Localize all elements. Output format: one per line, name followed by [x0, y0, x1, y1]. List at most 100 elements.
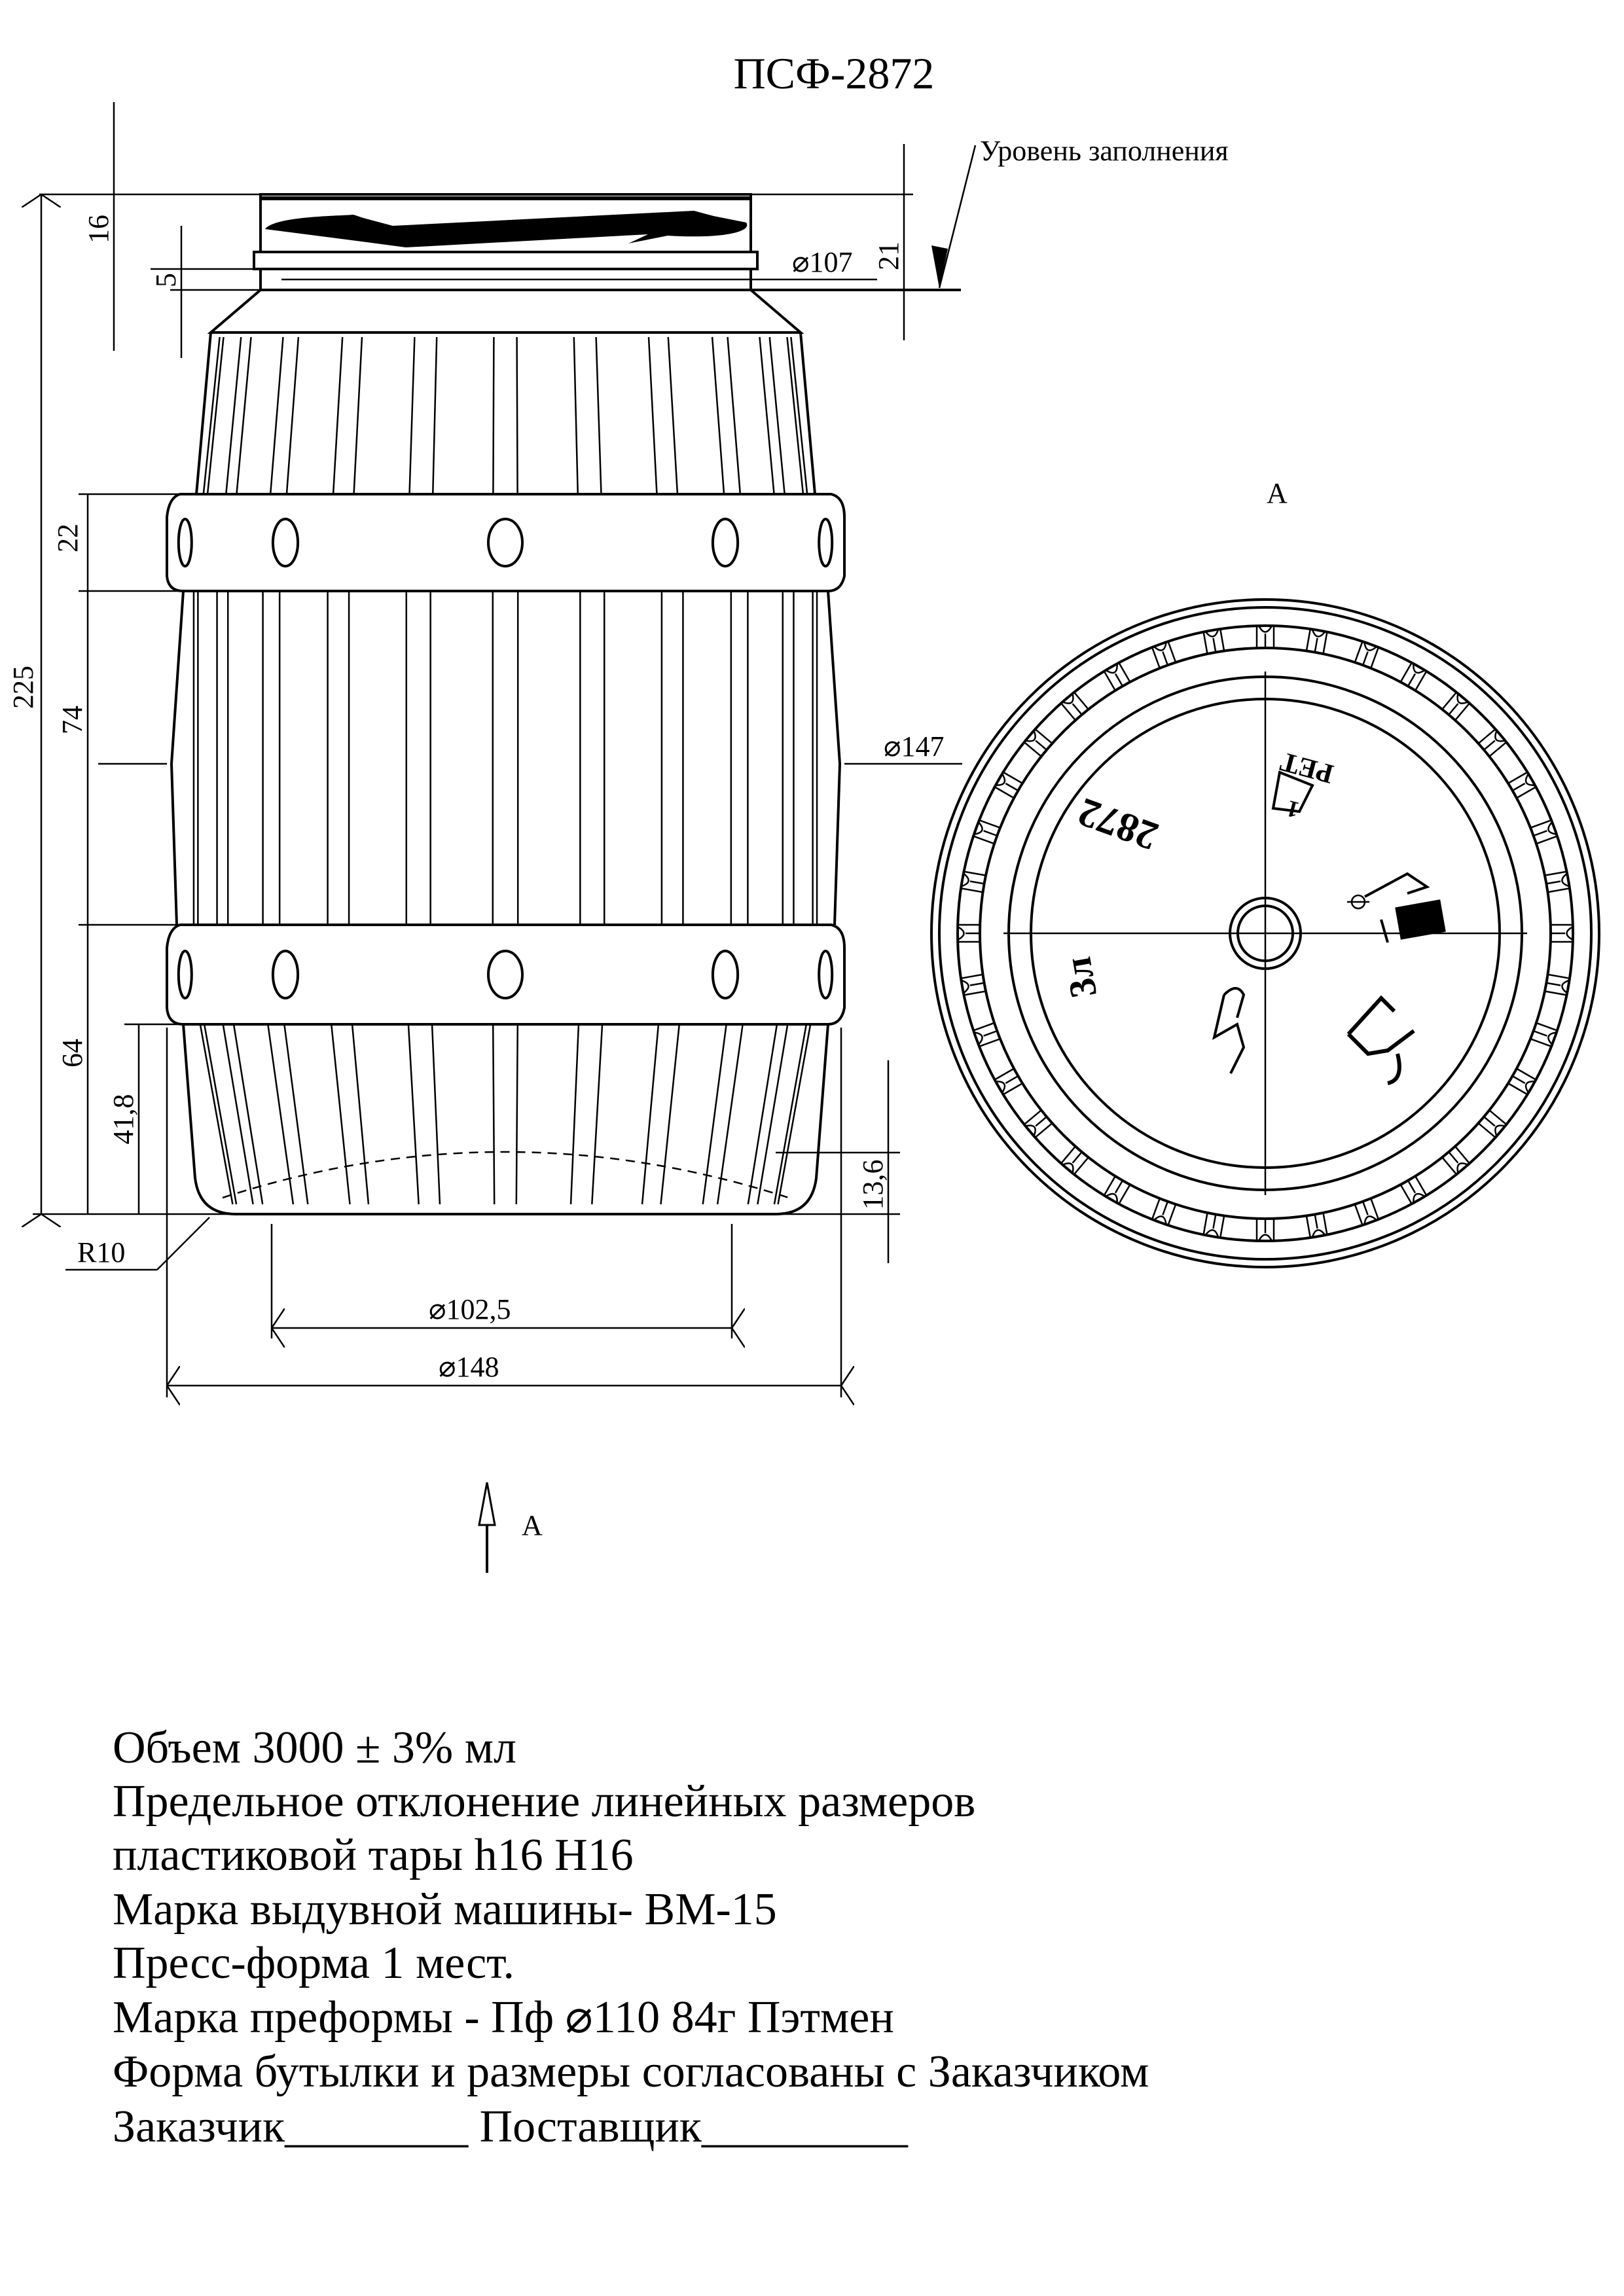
rib-line: [222, 1024, 254, 1205]
rim-mark: [1354, 1198, 1380, 1226]
note-line: Объем 3000 ± 3% мл: [113, 1723, 516, 1773]
rib-line: [492, 336, 495, 495]
rim-mark: [1507, 771, 1537, 799]
rib-line: [516, 336, 518, 495]
rim-mark: [1151, 1198, 1177, 1226]
bottom-number: 2872: [1072, 789, 1164, 859]
rib-line: [786, 336, 804, 495]
rib-line: [660, 1024, 681, 1205]
recycle-pet-icon: PET 1: [1271, 746, 1337, 823]
band-hole: [271, 950, 300, 999]
dim-64: 64: [56, 1039, 88, 1067]
rib-line: [727, 336, 742, 495]
bottom-view: 2872 3л PET 1: [930, 598, 1600, 1268]
note-line: Марка преформы - Пф ⌀110 84г Пэтмен: [113, 1992, 894, 2043]
rib-line: [332, 336, 344, 495]
dim-max-diameter: ⌀148: [439, 1351, 499, 1383]
rib-line: [199, 1024, 234, 1205]
rib-line: [225, 336, 242, 495]
rim-mark: [1202, 628, 1225, 655]
rib-line: [236, 336, 252, 495]
sp-logo-icon: [1212, 987, 1246, 1074]
rim-mark: [1551, 924, 1574, 943]
rim-mark: [960, 973, 986, 996]
rim-mark: [994, 771, 1023, 799]
rim-mark: [973, 1022, 1001, 1048]
dim-16: 16: [82, 215, 115, 243]
rib-line: [573, 336, 579, 495]
rib-line: [667, 336, 679, 495]
dim-225: 225: [7, 666, 39, 709]
rim-mark: [1103, 1175, 1131, 1205]
rim-mark: [1305, 1212, 1328, 1238]
note-line: Предельное отклонение линейных размеров: [113, 1776, 975, 1827]
rim-mark: [1441, 1145, 1471, 1175]
rib-line: [206, 336, 225, 495]
dim-base-diameter: ⌀102,5: [429, 1293, 511, 1325]
rim-mark: [960, 870, 986, 893]
dim-74: 74: [56, 706, 88, 734]
rib-line: [757, 1024, 789, 1205]
note-line: Марка выдувной машины- ВМ-15: [113, 1884, 777, 1935]
signature-line: Заказчик________ Поставщик_________: [113, 2102, 909, 2152]
dim-radius: R10: [77, 1236, 125, 1268]
rib-line: [777, 1024, 812, 1205]
food-grade-icon: [1347, 872, 1446, 943]
band-hole: [177, 950, 193, 999]
rim-mark: [1023, 728, 1053, 757]
rim-mark: [1023, 1109, 1053, 1139]
rib-line: [702, 1024, 727, 1205]
rib-line: [408, 336, 416, 495]
drawing-title: ПСФ-2872: [734, 48, 935, 98]
rib-line: [351, 1024, 370, 1205]
rib-line: [285, 336, 300, 495]
rim-mark: [1399, 1175, 1428, 1205]
rim-mark: [1507, 1067, 1537, 1096]
rib-line: [492, 1024, 496, 1205]
band-hole: [487, 950, 524, 999]
note-line: Пресс-форма 1 мест.: [113, 1938, 514, 1988]
bottle-side-view: [166, 193, 846, 1215]
dimension-labels: 16 5 22 225 74 64 41,8 21 13,6 ⌀107 ⌀147…: [7, 135, 1288, 1541]
rib-line: [641, 1024, 660, 1205]
band-hole: [177, 518, 193, 567]
rim-mark: [1530, 819, 1558, 845]
rim-mark: [1544, 870, 1570, 893]
thread: [265, 211, 748, 247]
rim-mark: [1441, 691, 1471, 721]
rim-mark: [1202, 1212, 1225, 1238]
band-hole: [271, 518, 300, 567]
rib-line: [407, 1024, 420, 1205]
rib-line: [515, 1024, 519, 1205]
rim-mark: [973, 819, 1001, 845]
rib-line: [595, 336, 602, 495]
band-hole: [711, 950, 740, 999]
rib-line: [716, 1024, 744, 1205]
rim-mark: [1060, 1145, 1089, 1175]
dim-13-6: 13,6: [857, 1160, 889, 1210]
note-line: Форма бутылки и размеры согласованы с За…: [113, 2047, 1149, 2097]
rim-mark: [1544, 973, 1570, 996]
rib-line: [330, 1024, 351, 1205]
rim-mark: [1477, 728, 1507, 757]
view-arrow-label: А: [522, 1509, 543, 1541]
rim-mark: [1399, 662, 1428, 691]
rib-line: [569, 1024, 580, 1205]
rim-mark: [1354, 641, 1380, 669]
rim-mark: [1255, 1219, 1275, 1242]
rib-line: [232, 1024, 264, 1205]
band-hole: [818, 518, 834, 567]
rib-line: [768, 336, 785, 495]
rim-mark: [1305, 628, 1328, 655]
dim-neck-diameter: ⌀107: [792, 246, 853, 278]
rib-line: [431, 1024, 441, 1205]
rib-line: [202, 336, 221, 495]
rim-mark: [1530, 1022, 1558, 1048]
rib-line: [269, 336, 284, 495]
rib-line: [203, 1024, 238, 1205]
rib-line: [790, 336, 808, 495]
dim-22: 22: [52, 524, 84, 552]
note-line: пластиковой тары h16 H16: [113, 1830, 634, 1880]
dimension-lines: [33, 102, 977, 1573]
